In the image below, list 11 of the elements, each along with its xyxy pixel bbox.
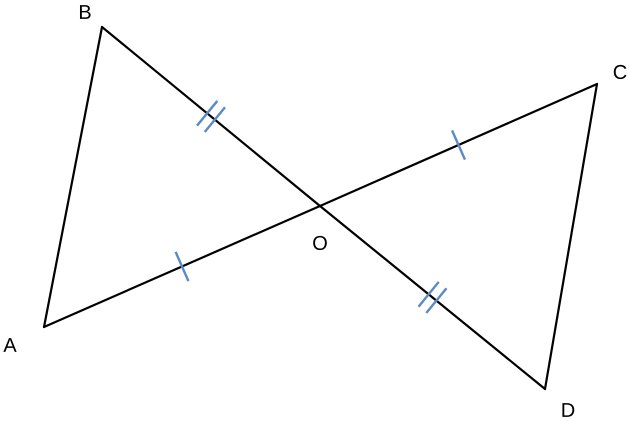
point-label: B	[80, 5, 91, 19]
line-segment	[42, 26, 104, 328]
line-segment	[544, 82, 598, 390]
line-segment	[100, 26, 322, 208]
line-segment	[318, 82, 598, 208]
point-label: D	[562, 403, 574, 417]
line-segment	[42, 204, 322, 328]
point-label: O	[313, 236, 327, 250]
line-segment	[318, 204, 546, 390]
point-label: C	[614, 64, 626, 80]
point-label: A	[3, 338, 17, 352]
